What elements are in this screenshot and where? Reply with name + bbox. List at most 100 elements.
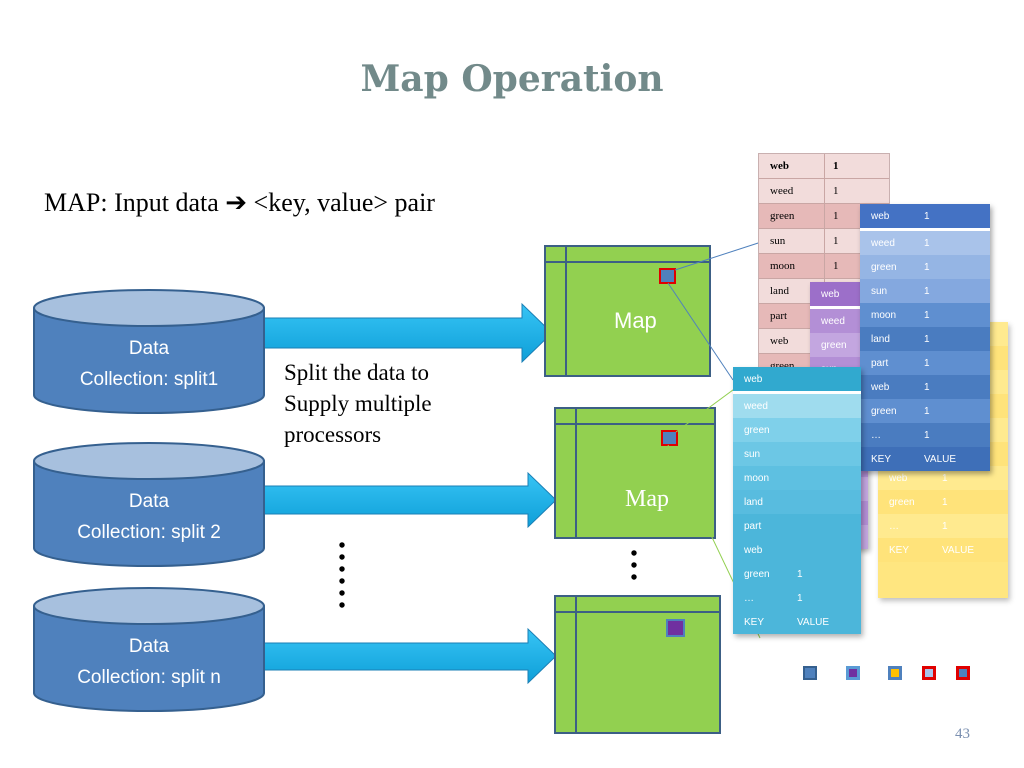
legend-square <box>956 666 970 680</box>
table-row: web <box>733 367 861 394</box>
legend-square <box>888 666 902 680</box>
table-row: land <box>733 490 861 514</box>
table-key-cell: weed <box>821 315 845 327</box>
table-value-cell: 1 <box>833 235 839 247</box>
table-value-cell: 1 <box>924 285 930 297</box>
cylinder-label-1: Data Collection: split1 <box>29 333 269 395</box>
table-value-cell: 1 <box>833 160 839 172</box>
table-value-cell: 1 <box>924 357 930 369</box>
table-row: sun <box>733 442 861 466</box>
split-description: Split the data to Supply multiple proces… <box>284 360 432 447</box>
table-value-cell: 1 <box>924 237 930 249</box>
connector-line <box>667 282 734 381</box>
table-value-cell: 1 <box>924 333 930 345</box>
table-value-cell: VALUE <box>797 616 830 628</box>
table-row: sun 1 <box>759 229 889 254</box>
map-box-3 <box>554 595 721 734</box>
table-row: …1 <box>878 514 1008 538</box>
table-key-cell: green <box>744 424 770 436</box>
table-row: green <box>810 333 868 357</box>
table-key-cell: green <box>871 405 897 417</box>
table-key-cell: green <box>871 261 897 273</box>
ellipsis-dots: •••••• <box>338 535 346 617</box>
cylinder-label-line: Collection: split1 <box>79 369 219 390</box>
table-key-cell: moon <box>759 254 825 278</box>
table-value-cell: 1 <box>924 210 930 222</box>
arrow-3 <box>261 627 557 685</box>
table-key-cell: … <box>871 429 881 441</box>
table-key-cell: web <box>821 288 840 300</box>
arrow-1 <box>261 302 553 364</box>
table-key-cell: weed <box>744 400 768 412</box>
cylinder-label-line: Data <box>128 636 170 657</box>
table-row: sun 1 <box>860 279 990 303</box>
cylinder-1 <box>33 289 265 414</box>
table-key-cell: green <box>821 339 847 351</box>
table-key-cell: sun <box>871 285 888 297</box>
table-value-cell: VALUE <box>942 544 975 556</box>
cylinder-label-line: Data <box>128 338 170 359</box>
table-value-cell: 1 <box>924 309 930 321</box>
table-key-cell: part <box>871 357 889 369</box>
table-key-cell: moon <box>744 472 770 484</box>
table-value-cell: 1 <box>924 261 930 273</box>
cylinder-label-line: Collection: split 2 <box>77 522 221 543</box>
legend-square <box>803 666 817 680</box>
table-value-cell: VALUE <box>924 453 957 465</box>
table-row: …1 <box>860 423 990 447</box>
table-key-cell: … <box>744 592 754 604</box>
table-value-cell: 1 <box>833 210 839 222</box>
table-key-cell: KEY <box>871 453 892 465</box>
table-value-cell: 1 <box>833 185 839 197</box>
table-key-cell: land <box>871 333 890 345</box>
table-row: weed 1 <box>860 231 990 255</box>
table-row: part <box>733 514 861 538</box>
table-key-cell: weed <box>759 179 825 203</box>
table-key-cell: weed <box>871 237 895 249</box>
table-key-cell: land <box>744 496 763 508</box>
cylinder-3 <box>33 587 265 712</box>
table-row: weed <box>733 394 861 418</box>
table-key-cell: web <box>744 373 763 385</box>
cylinder-2 <box>33 442 265 567</box>
legend-square <box>922 666 936 680</box>
legend-square <box>846 666 860 680</box>
table-value-cell: 1 <box>833 260 839 272</box>
table-row: part 1 <box>860 351 990 375</box>
table-key-cell: sun <box>759 229 825 253</box>
map-box-2 <box>554 407 716 539</box>
arrow-2 <box>261 471 557 529</box>
table-row: land 1 <box>860 327 990 351</box>
cylinder-label-3: Data Collection: split n <box>29 631 269 693</box>
table-row: web <box>733 538 861 562</box>
table-key-cell: web <box>744 544 763 556</box>
map-label-2: Map <box>625 486 669 512</box>
map-label-1: Map <box>614 308 657 333</box>
table-row: green <box>733 418 861 442</box>
cylinder-label-line: Data <box>128 491 170 512</box>
cylinder-label-line: Collection: split n <box>77 667 221 688</box>
ellipsis-dots: ••• <box>630 543 638 589</box>
table-row: green 1 <box>860 255 990 279</box>
table-value-cell: 1 <box>924 429 930 441</box>
table-row: weed 1 <box>759 179 889 204</box>
table-value-cell: 1 <box>924 381 930 393</box>
table-value-cell: 1 <box>797 592 803 604</box>
cylinder-label-2: Data Collection: split 2 <box>29 486 269 548</box>
table-key-cell: green <box>744 568 770 580</box>
table-row: weed <box>810 309 868 333</box>
table-row: moon <box>733 466 861 490</box>
page-title: Map Operation <box>360 58 664 100</box>
table-row: web <box>810 282 868 309</box>
